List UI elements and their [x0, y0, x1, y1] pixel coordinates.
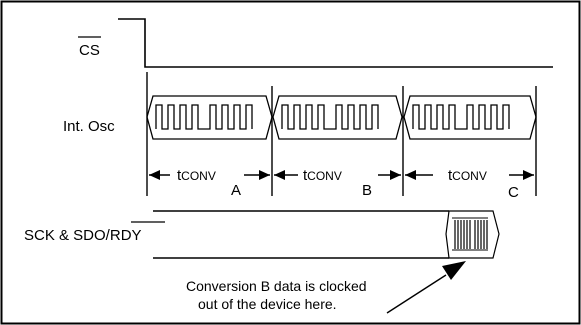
- annotation-line-1: Conversion B data is clocked: [186, 278, 367, 294]
- tconv-c-sub: CONV: [452, 169, 487, 183]
- svg-text:tCONV: tCONV: [177, 167, 216, 184]
- tconv-a-letter: A: [231, 182, 241, 199]
- tconv-a-sub: CONV: [181, 169, 216, 183]
- tconv-a-arrow: [149, 170, 270, 180]
- annotation-line-2: out of the device here.: [198, 296, 337, 312]
- cs-waveform: [118, 18, 553, 68]
- tconv-b-sub: CONV: [307, 169, 342, 183]
- annotation-pointer-arrow: [386, 261, 466, 314]
- osc-conversion-a-bus: [146, 95, 273, 140]
- sck-burst: [454, 220, 488, 249]
- svg-text:tCONV: tCONV: [448, 167, 487, 184]
- tconv-b-t: t: [303, 167, 308, 184]
- osc-conversion-b-bus: [272, 95, 403, 140]
- sck-sdo-label: SCK & SDO/: [24, 227, 111, 244]
- tconv-b-letter: B: [362, 182, 372, 199]
- tconv-c-letter: C: [508, 184, 519, 201]
- tconv-b-arrow: [274, 170, 401, 180]
- rdy-label: RDY: [110, 227, 142, 244]
- tconv-c-t: t: [448, 167, 453, 184]
- cs-label: CS: [79, 42, 100, 59]
- sck-sdo-waveform: [153, 210, 500, 259]
- svg-text:SCK & SDO/RDY: SCK & SDO/RDY: [24, 227, 142, 244]
- tconv-c-arrow: [405, 170, 534, 180]
- svg-text:tCONV: tCONV: [303, 167, 342, 184]
- osc-conversion-c-bus: [403, 95, 537, 140]
- conversion-boundary-ticks: [146, 72, 537, 196]
- tconv-a-t: t: [177, 167, 182, 184]
- int-osc-label: Int. Osc: [63, 118, 115, 135]
